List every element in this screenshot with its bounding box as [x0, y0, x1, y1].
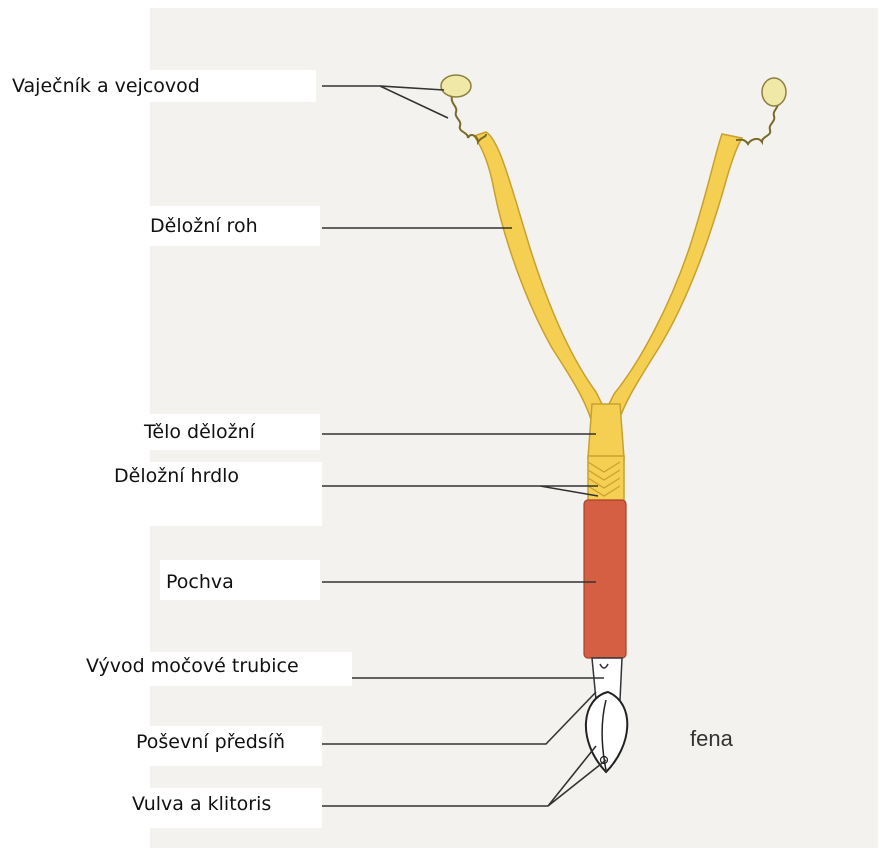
label-cervix: Děložní hrdlo: [108, 462, 322, 526]
vagina: [584, 500, 626, 658]
label-uterine-horn: Děložní roh: [144, 206, 320, 246]
right-ovary: [762, 78, 786, 106]
caption-fena: fena: [690, 726, 733, 752]
left-ovary: [441, 75, 471, 97]
label-vulva-clitoris: Vulva a klitoris: [126, 788, 322, 828]
label-vagina: Pochva: [160, 560, 320, 600]
label-ovary-oviduct: Vaječník a vejcovod: [6, 70, 316, 102]
uterine-body: [588, 404, 624, 458]
label-uterine-body: Tělo děložní: [138, 414, 320, 450]
label-urethral-opening: Vývod močové trubice: [80, 652, 352, 686]
label-vestibule: Poševní předsíň: [130, 726, 322, 766]
